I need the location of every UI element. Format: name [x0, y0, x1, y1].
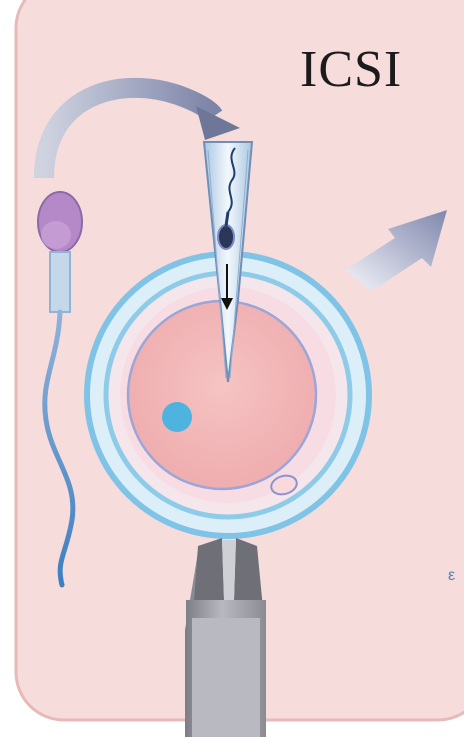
holding-pipette	[185, 538, 266, 737]
diagram-title: ICSI	[300, 40, 402, 99]
injected-sperm-head	[218, 225, 234, 249]
nucleus	[162, 402, 192, 432]
sperm-midpiece	[50, 252, 70, 312]
faint-mark: ε	[448, 567, 455, 584]
